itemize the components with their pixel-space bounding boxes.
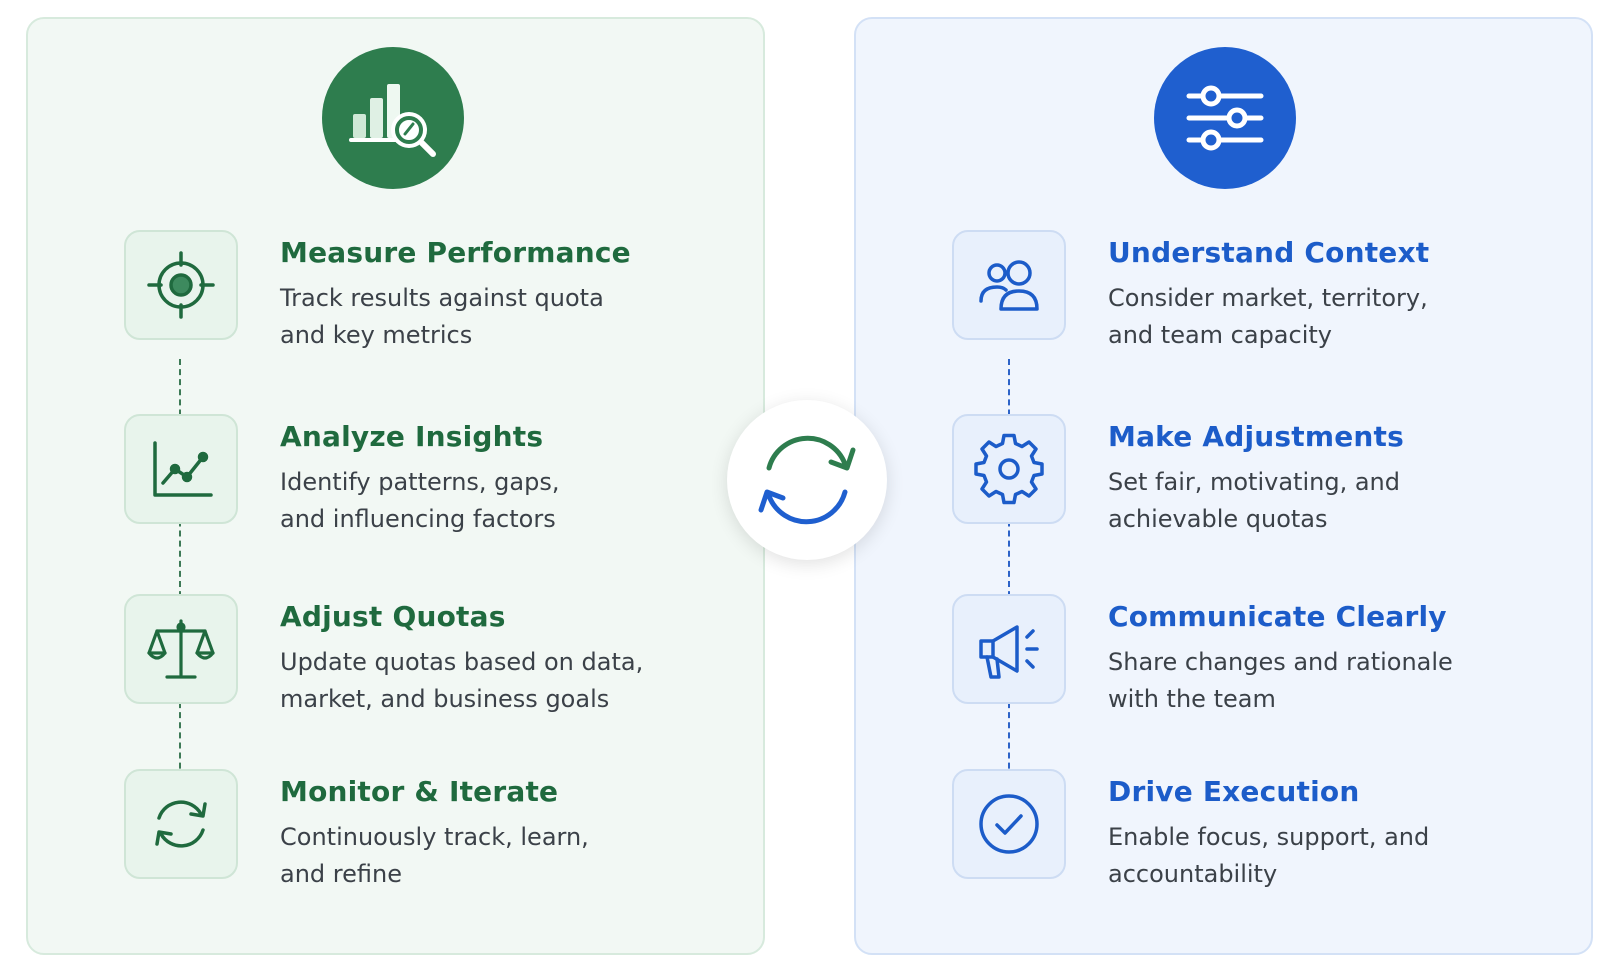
target-icon [124, 230, 238, 340]
step-title: Communicate Clearly [1108, 600, 1447, 633]
step-description: Enable focus, support, and accountabilit… [1108, 823, 1430, 888]
step-connector [1008, 359, 1010, 809]
step-description: Set fair, motivating, and achievable quo… [1108, 468, 1400, 533]
step-description: Continuously track, learn, and refine [280, 823, 589, 888]
line-chart-icon [124, 414, 238, 524]
step-title: Adjust Quotas [280, 600, 506, 633]
step-description: Identify patterns, gaps, and influencing… [280, 468, 560, 533]
step-description: Consider market, territory, and team cap… [1108, 284, 1428, 349]
step-connector [179, 359, 181, 809]
sliders-icon [1154, 47, 1296, 189]
step-title: Monitor & Iterate [280, 775, 559, 808]
step-title: Drive Execution [1108, 775, 1360, 808]
gear-icon [952, 414, 1066, 524]
step-title: Understand Context [1108, 236, 1430, 269]
megaphone-icon [952, 594, 1066, 704]
step-description: Track results against quota and key metr… [280, 284, 604, 349]
step-description: Share changes and rationale with the tea… [1108, 648, 1453, 713]
step-title: Make Adjustments [1108, 420, 1405, 453]
users-icon [952, 230, 1066, 340]
check-circle-icon [952, 769, 1066, 879]
step-description: Update quotas based on data, market, and… [280, 648, 644, 713]
scale-icon [124, 594, 238, 704]
step-title: Measure Performance [280, 236, 631, 269]
step-title: Analyze Insights [280, 420, 544, 453]
left-panel: Measure Performance Track results agains… [26, 17, 765, 955]
refresh-icon [124, 769, 238, 879]
right-panel: Understand Context Consider market, terr… [854, 17, 1593, 955]
cycle-arrows-icon [727, 400, 887, 560]
bar-chart-magnifier-icon [322, 47, 464, 189]
